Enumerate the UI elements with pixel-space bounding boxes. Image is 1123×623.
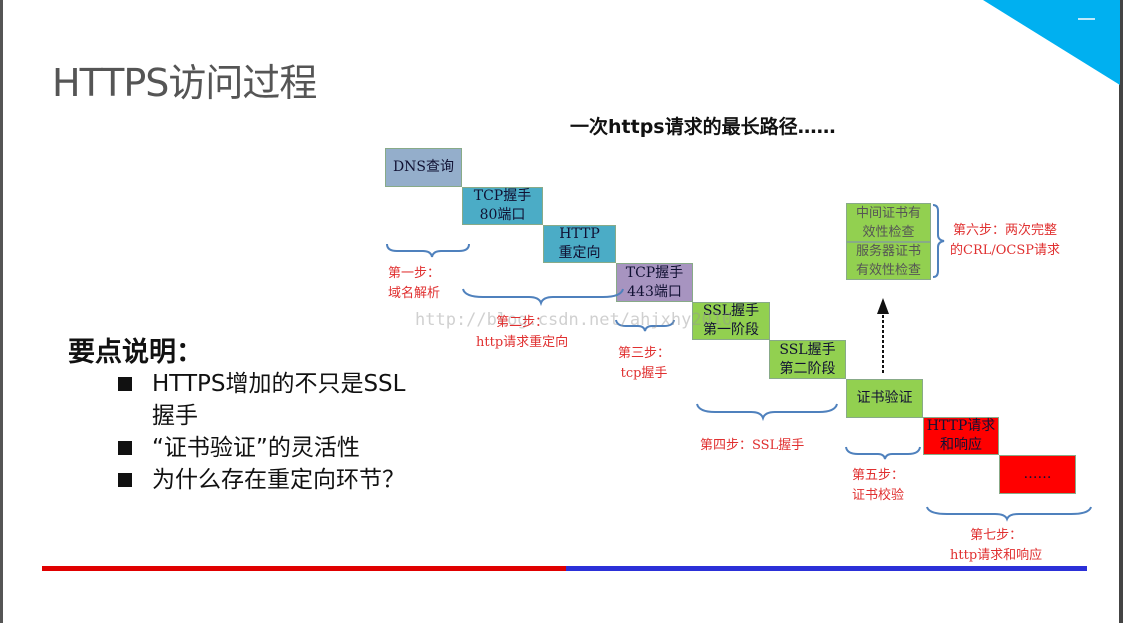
box-ssl-1: SSL握手 第一阶段 — [692, 302, 770, 340]
key-point: “证书验证”的灵活性 — [116, 432, 406, 464]
box-dns: DNS查询 — [385, 148, 462, 187]
right-edge — [1119, 0, 1123, 623]
box-server-cert: 服务器证书 有效性检查 — [846, 242, 931, 280]
key-points-heading: 要点说明： — [68, 337, 203, 368]
key-point: HTTPS增加的不只是SSL握手 — [116, 368, 406, 432]
box-http-request: HTTP请求 和响应 — [923, 417, 999, 455]
slide-title: HTTPS访问过程 — [52, 61, 317, 105]
footer-bar-blue — [566, 566, 1087, 571]
key-points-list: HTTPS增加的不只是SSL握手 “证书验证”的灵活性 为什么存在重定向环节？ — [116, 368, 406, 496]
step-6-label: 第六步：两次完整 的CRL/OCSP请求 — [950, 223, 1061, 258]
box-tcp443: TCP握手 443端口 — [616, 263, 693, 302]
box-tcp80: TCP握手 80端口 — [462, 187, 543, 225]
diagram-subtitle: 一次https请求的最长路径…… — [570, 116, 836, 138]
step-2-label: 第二步： http请求重定向 — [476, 315, 569, 350]
box-cert-verify: 证书验证 — [846, 379, 923, 418]
footer-bar-red — [42, 566, 566, 571]
corner-triangle — [983, 0, 1120, 85]
key-point: 为什么存在重定向环节？ — [116, 464, 406, 496]
step-3-label: 第三步： tcp握手 — [618, 346, 671, 381]
box-http-redirect: HTTP 重定向 — [543, 225, 616, 263]
step-1-label: 第一步： 域名解析 — [388, 266, 441, 301]
left-edge — [0, 0, 3, 623]
step-4-label: 第四步：SSL握手 — [700, 438, 805, 453]
box-ellipsis: …… — [999, 455, 1076, 494]
box-intermediate-cert: 中间证书有 效性检查 — [846, 203, 931, 242]
watermark: http://blog.csdn.net/ahjxhy2010 — [415, 310, 733, 330]
step-5-label: 第五步： 证书校验 — [852, 468, 905, 503]
step-7-label: 第七步： http请求和响应 — [950, 528, 1043, 563]
box-ssl-2: SSL握手 第二阶段 — [769, 340, 846, 379]
